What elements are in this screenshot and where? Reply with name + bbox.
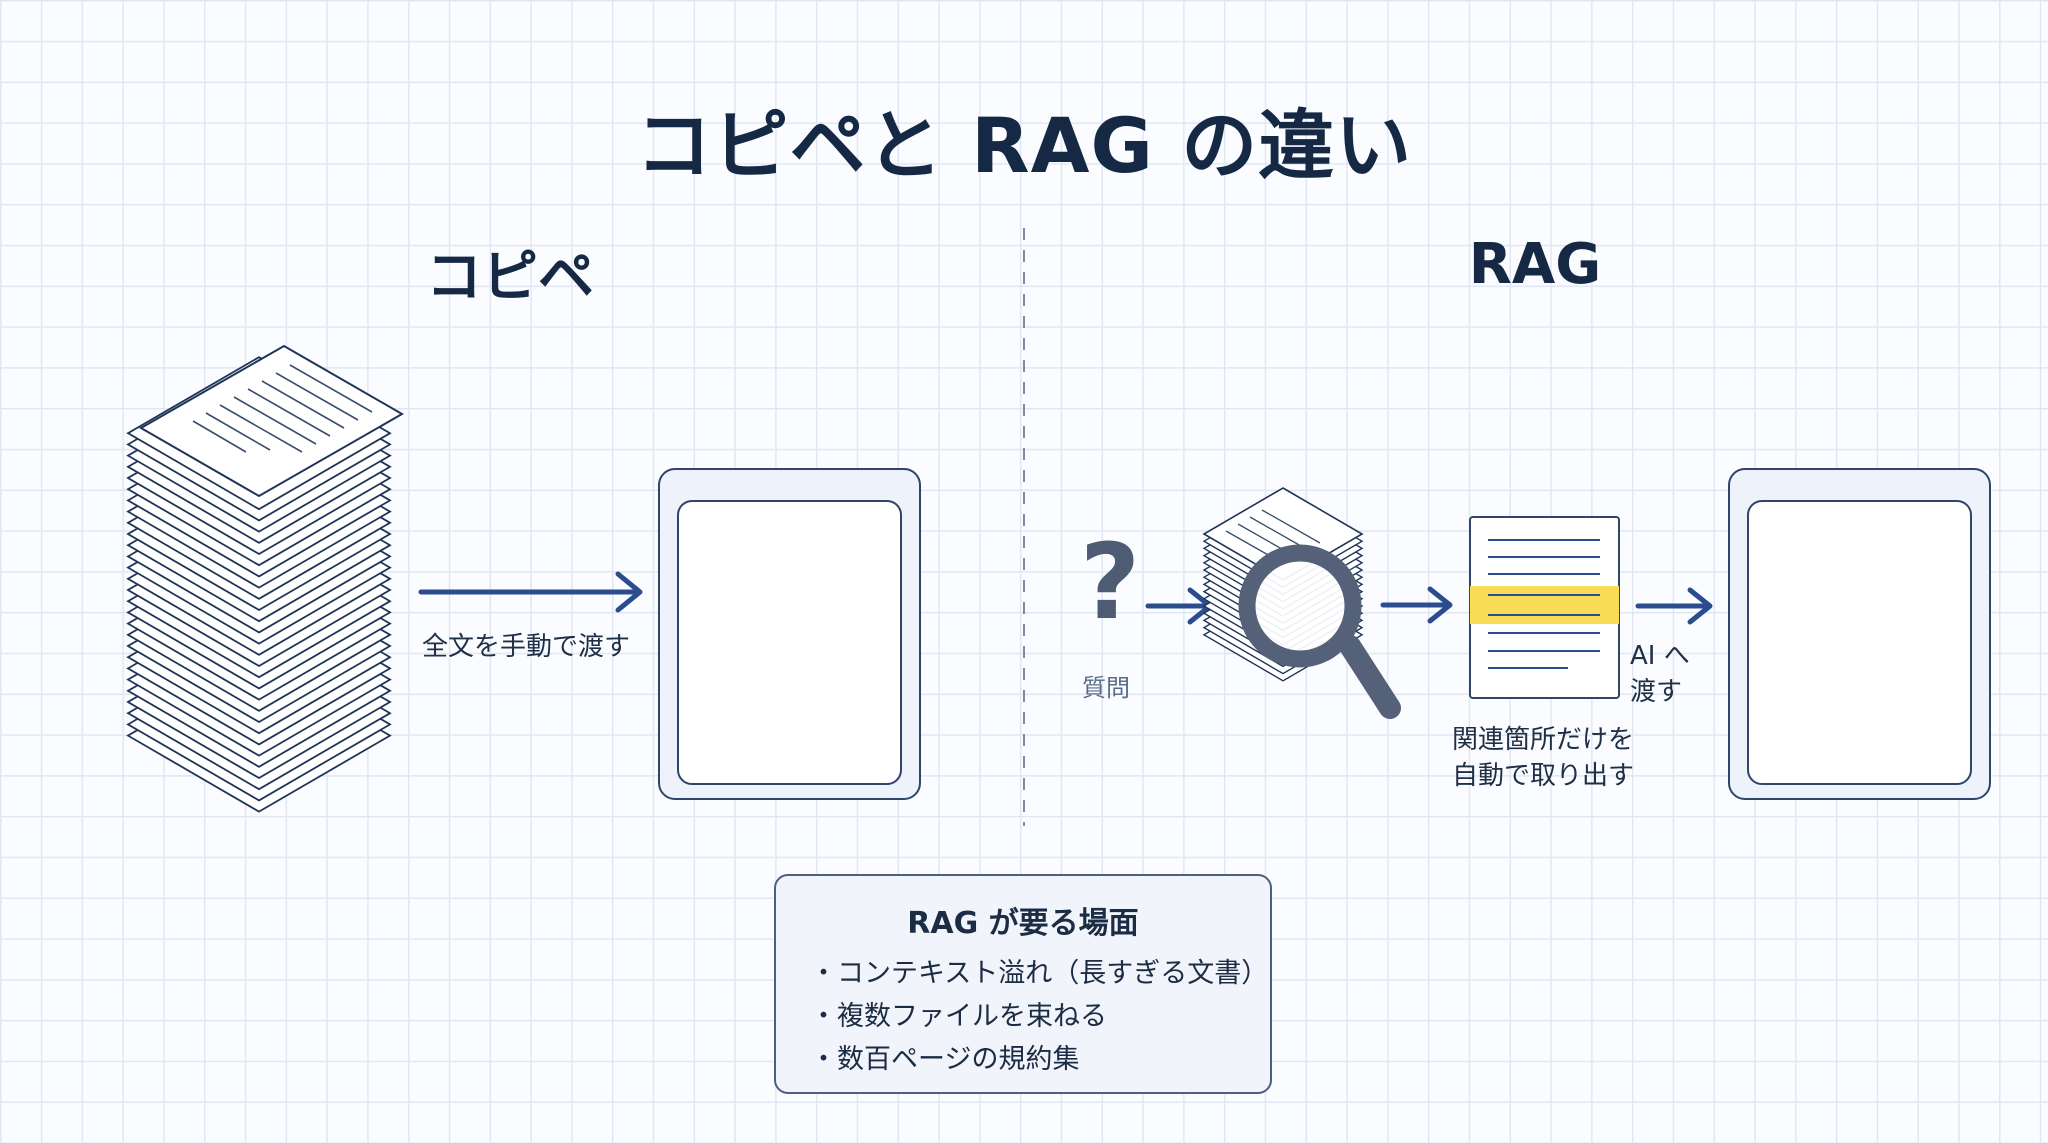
document-icon <box>1469 516 1620 699</box>
section-heading-rag: RAG <box>1468 232 1602 297</box>
page-title: コピペと RAG の違い <box>635 101 1413 190</box>
extract-label-line2: 自動で取り出す <box>1452 761 1635 791</box>
chat-window-icon <box>1728 468 1991 800</box>
arrow-icon <box>1380 586 1453 624</box>
list-item: 数百ページの規約集 <box>810 1038 1268 1081</box>
arrow-icon <box>1635 587 1713 625</box>
to-ai-label: AI へ 渡す <box>1630 638 1690 710</box>
info-box-title: RAG が要る場面 <box>907 906 1139 941</box>
section-heading-copy-paste: コピペ <box>426 245 594 310</box>
question-label: 質問 <box>1082 674 1130 702</box>
to-ai-label-line2: 渡す <box>1630 677 1683 707</box>
to-ai-label-line1: AI へ <box>1630 641 1690 671</box>
list-item: 複数ファイルを束ねる <box>810 995 1268 1038</box>
arrow-icon <box>1145 587 1213 625</box>
extract-label: 関連箇所だけを 自動で取り出す <box>1452 722 1634 794</box>
info-box-list: コンテキスト溢れ（長すぎる文書） 複数ファイルを束ねる 数百ページの規約集 <box>810 952 1268 1081</box>
chat-window-icon <box>658 468 921 800</box>
arrow-icon <box>418 571 643 613</box>
list-item: コンテキスト溢れ（長すぎる文書） <box>810 952 1268 995</box>
stack-of-pages-icon <box>126 344 405 813</box>
magnifier-icon <box>1238 544 1401 719</box>
rag-use-cases-box: RAG が要る場面 コンテキスト溢れ（長すぎる文書） 複数ファイルを束ねる 数百… <box>774 874 1272 1094</box>
svg-text:?: ? <box>1080 521 1140 643</box>
extract-label-line1: 関連箇所だけを <box>1452 725 1635 755</box>
highlight-band <box>1470 586 1619 624</box>
arrow-label-manual-full-text: 全文を手動で渡す <box>422 632 631 662</box>
question-mark-icon: ? <box>1080 521 1140 643</box>
